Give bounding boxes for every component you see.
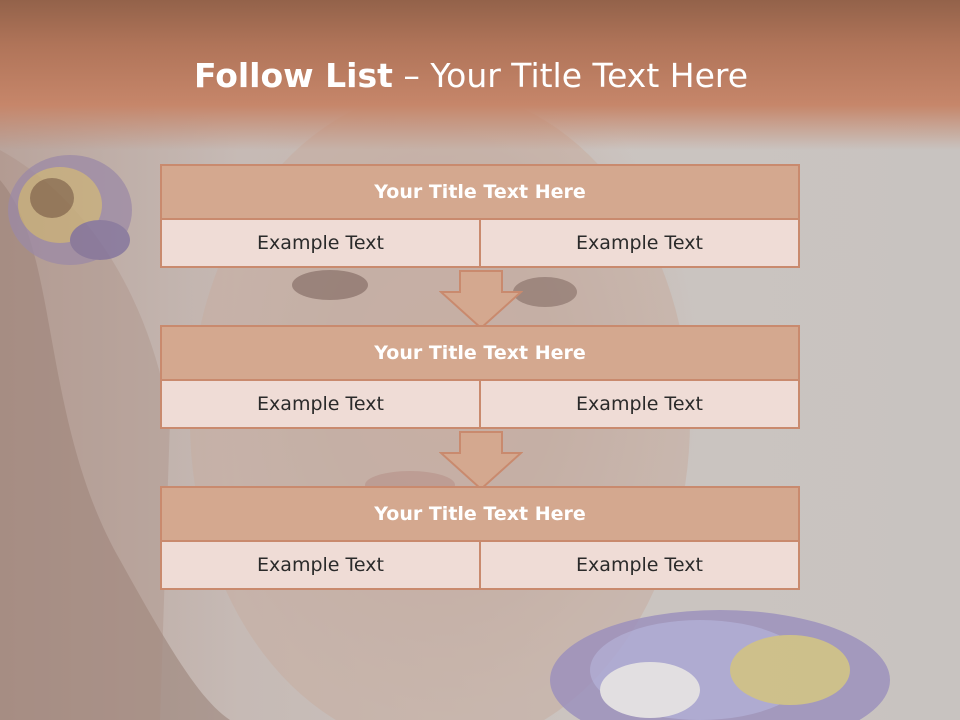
block-title: Your Title Text Here [160,164,800,220]
block-cell-left: Example Text [160,218,481,268]
block-cell-left: Example Text [160,379,481,429]
block-cell-left: Example Text [160,540,481,590]
list-block-3: Your Title Text Here Example Text Exampl… [160,486,800,590]
block-row: Example Text Example Text [160,218,800,268]
block-cell-right: Example Text [479,540,800,590]
title-rest-text: – Your Title Text Here [392,56,749,95]
block-row: Example Text Example Text [160,379,800,429]
block-title: Your Title Text Here [160,486,800,542]
down-arrow-icon [439,270,523,330]
title-bold-text: Follow List [193,56,393,95]
list-block-2: Your Title Text Here Example Text Exampl… [160,325,800,429]
block-row: Example Text Example Text [160,540,800,590]
down-arrow-icon [439,431,523,491]
block-cell-right: Example Text [479,218,800,268]
title-band [0,0,960,150]
block-cell-right: Example Text [479,379,800,429]
slide-title: Follow List – Your Title Text Here [0,52,942,100]
list-block-1: Your Title Text Here Example Text Exampl… [160,164,800,268]
block-title: Your Title Text Here [160,325,800,381]
